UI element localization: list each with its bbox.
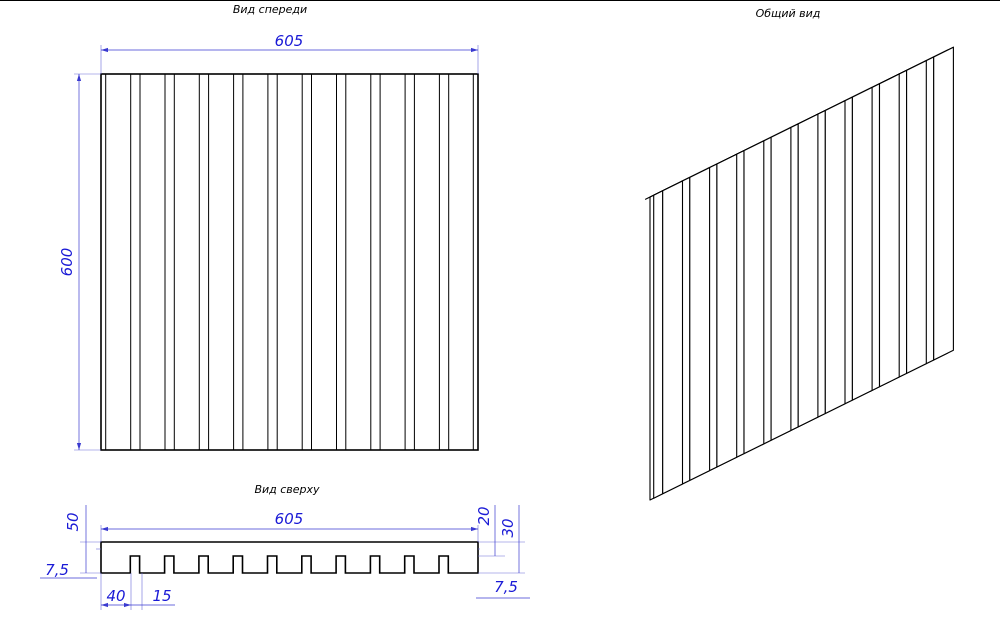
top-view-profile — [100, 541, 479, 574]
top-view: 605 50 7,5 40 15 20 30 7,5 — [40, 505, 530, 610]
iso-lamella-front — [716, 153, 738, 468]
front-view-title: Вид спереди — [233, 3, 307, 16]
top-height-label: 50 — [64, 512, 82, 531]
iso-lamella-front — [933, 46, 954, 361]
top-lamella-depth-label: 30 — [499, 518, 517, 537]
iso-lamella-front — [689, 167, 711, 481]
top-gap-width-label: 15 — [152, 587, 171, 605]
top-lamella-width-label: 40 — [106, 587, 125, 605]
top-width-label: 605 — [275, 510, 304, 528]
iso-lamella-side — [653, 190, 664, 499]
iso-lamella-front — [824, 100, 846, 415]
front-height-label: 600 — [58, 248, 76, 277]
top-left-edge-label: 7,5 — [45, 561, 69, 579]
front-view-outline — [100, 73, 479, 451]
iso-lamella-front — [851, 86, 873, 401]
top-right-edge-label: 7,5 — [494, 578, 518, 596]
iso-view-title: Общий вид — [756, 7, 821, 20]
iso-lamella-front — [797, 113, 819, 428]
iso-lamella-front — [878, 73, 900, 388]
iso-lamella-front — [743, 140, 765, 455]
iso-lamella-front — [906, 60, 927, 374]
front-view: 605 600 — [58, 32, 479, 451]
top-view-title: Вид сверху — [254, 483, 320, 496]
iso-view — [644, 46, 954, 501]
iso-lamella-front — [770, 126, 792, 441]
top-gap-depth-label: 20 — [475, 506, 493, 525]
front-view-grooves — [105, 74, 474, 450]
front-width-label: 605 — [275, 32, 304, 50]
iso-lamella-front — [662, 180, 684, 495]
